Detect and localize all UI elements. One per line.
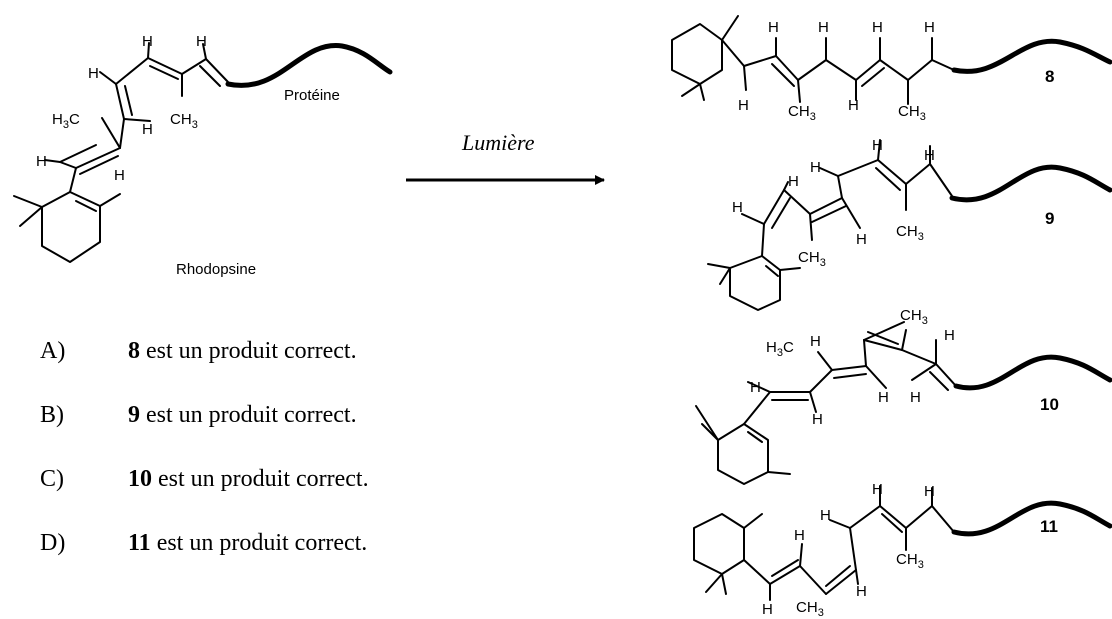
p9-h4: H: [872, 137, 883, 154]
p8-ch3-1: CH3: [788, 103, 816, 123]
p11-ch3-1: CH3: [796, 599, 824, 619]
answer-options: A) 8 est un produit correct. B) 9 est un…: [40, 338, 369, 556]
option-d-letter: D): [40, 530, 65, 556]
p9-h1: H: [732, 199, 743, 216]
rhodopsin-name: Rhodopsine: [176, 261, 256, 278]
option-a[interactable]: A) 8 est un produit correct.: [40, 338, 357, 364]
rhodopsin-ring: [13, 191, 121, 263]
p8-h6: H: [924, 19, 935, 36]
p11-ch3-2: CH3: [896, 551, 924, 571]
p9-ch3-2: CH3: [896, 223, 924, 243]
p10-h3c: H3C: [766, 339, 794, 359]
option-a-letter: A): [40, 338, 65, 364]
p8-h3: H: [818, 19, 829, 36]
rhodopsin-h2: H: [196, 33, 207, 50]
option-d[interactable]: D) 11 est un produit correct.: [40, 530, 367, 556]
rhodopsin-h3: H: [88, 65, 99, 82]
rhodopsin-h6: H: [114, 167, 125, 184]
option-d-number: 11: [128, 530, 151, 556]
option-d-statement: est un produit correct.: [151, 530, 368, 556]
product-9-structure: H H H H H H CH3 CH3 9: [707, 137, 1112, 311]
p11-h3: H: [820, 507, 831, 524]
p10-h2: H: [812, 411, 823, 428]
p10-ch3: CH3: [900, 307, 928, 327]
p11-h2: H: [762, 601, 773, 618]
protein-label: Protéine: [284, 87, 340, 104]
product-10-structure: H H H H H H H3C CH3 10: [695, 307, 1112, 485]
p10-h3: H: [810, 333, 821, 350]
p8-h2: H: [768, 19, 779, 36]
option-a-number: 8: [128, 338, 140, 364]
option-b-text: 9 est un produit correct.: [128, 402, 357, 428]
rhodopsin-h3c: H3C: [52, 111, 80, 131]
option-b-letter: B): [40, 402, 64, 428]
option-b[interactable]: B) 9 est un produit correct.: [40, 402, 357, 428]
p9-h2: H: [788, 173, 799, 190]
option-c-number: 10: [128, 466, 152, 492]
p8-h1: H: [738, 97, 749, 114]
rhodopsin-h1: H: [142, 33, 153, 50]
rhodopsin-structure: H H H H H H H3C CH3 Protéine Rhodopsine: [13, 33, 393, 278]
p11-h5: H: [856, 583, 867, 600]
p9-h6: H: [924, 147, 935, 164]
p9-h3: H: [810, 159, 821, 176]
product-11-number: 11: [1040, 517, 1058, 536]
p10-h1: H: [750, 379, 761, 396]
p11-h4: H: [872, 481, 883, 498]
p11-h1: H: [794, 527, 805, 544]
p10-h5: H: [910, 389, 921, 406]
option-c-letter: C): [40, 466, 64, 492]
product-8-number: 8: [1045, 67, 1054, 86]
option-c-statement: est un produit correct.: [152, 466, 369, 492]
option-b-statement: est un produit correct.: [140, 402, 357, 428]
p10-h6: H: [944, 327, 955, 344]
option-c-text: 10 est un produit correct.: [128, 466, 369, 492]
option-a-text: 8 est un produit correct.: [128, 338, 357, 364]
p9-ch3-1: CH3: [798, 249, 826, 269]
product-11-structure: H H H H H H CH3 CH3 11: [693, 481, 1112, 619]
p8-h4: H: [872, 19, 883, 36]
rhodopsin-chain: [44, 42, 229, 193]
rhodopsin-protein-chain: [225, 43, 393, 88]
p10-h4: H: [878, 389, 889, 406]
option-a-statement: est un produit correct.: [140, 338, 357, 364]
option-d-text: 11 est un produit correct.: [128, 530, 367, 556]
p9-h5: H: [856, 231, 867, 248]
p8-ch3-2: CH3: [898, 103, 926, 123]
reaction-condition: Lumière: [461, 130, 535, 155]
rhodopsin-h4: H: [142, 121, 153, 138]
product-9-number: 9: [1045, 209, 1054, 228]
product-10-number: 10: [1040, 395, 1059, 414]
option-c[interactable]: C) 10 est un produit correct.: [40, 466, 369, 492]
product-8-structure: H H H H H H CH3 CH3 8: [671, 15, 1112, 123]
p8-h5: H: [848, 97, 859, 114]
reaction-arrow-group: Lumière: [406, 130, 605, 185]
rhodopsin-h5: H: [36, 153, 47, 170]
rhodopsin-ch3: CH3: [170, 111, 198, 131]
option-b-number: 9: [128, 402, 140, 428]
p11-h6: H: [924, 483, 935, 500]
